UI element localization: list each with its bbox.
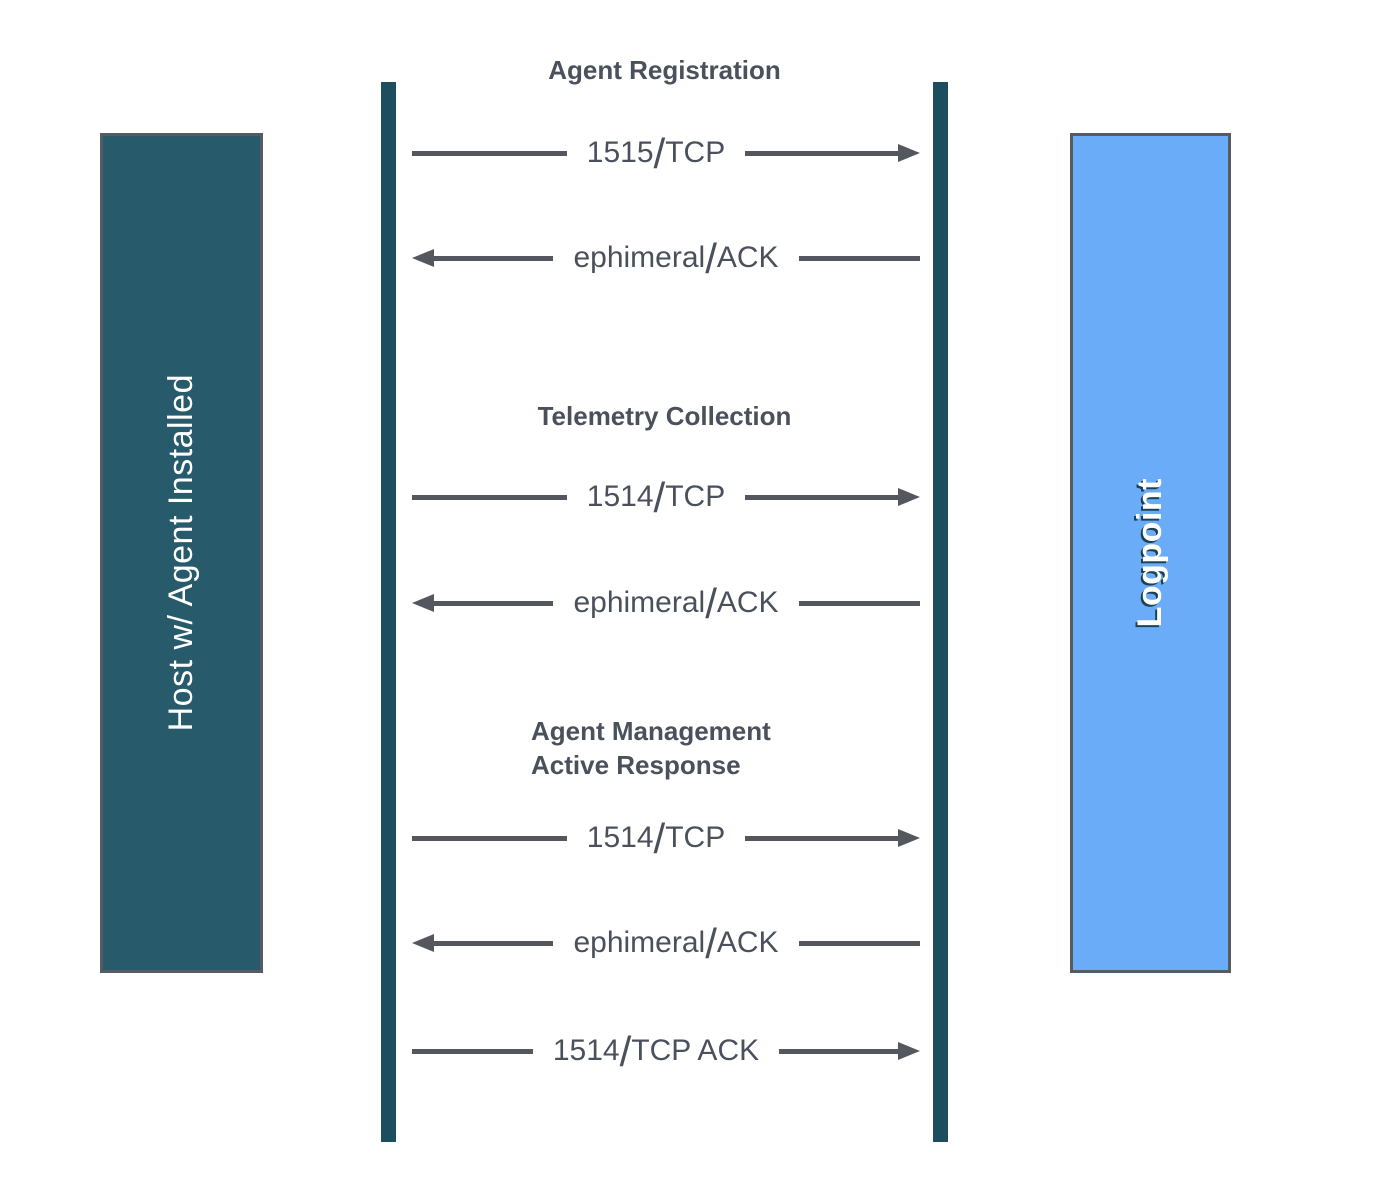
arrow-right-icon <box>898 829 921 847</box>
host-actor-box: Host w/ Agent Installed <box>100 133 263 973</box>
message-line-with-arrow <box>745 144 921 162</box>
message-line-with-arrow <box>745 829 921 847</box>
logpoint-lifeline <box>933 82 948 1142</box>
section-title-agent-management-active-response: Agent Management Active Response <box>531 716 771 780</box>
message-line <box>745 150 901 156</box>
message-line-with-arrow <box>779 1042 920 1060</box>
logpoint-actor-box: Logpoint <box>1070 133 1231 973</box>
message-line-with-arrow <box>745 488 921 506</box>
message-row-1515-tcp: 1515/TCP <box>412 129 921 177</box>
message-line <box>798 940 920 946</box>
message-line <box>432 255 554 261</box>
message-label: 1514/TCP <box>586 473 726 521</box>
message-line <box>412 494 567 500</box>
message-line <box>745 835 901 841</box>
message-line <box>432 940 554 946</box>
message-label: 1514/TCP ACK <box>552 1027 760 1075</box>
message-row-1514-tcp-2: 1514/TCP <box>412 814 921 862</box>
host-actor-label: Host w/ Agent Installed <box>162 374 200 732</box>
message-line <box>412 1048 533 1054</box>
message-line <box>412 150 567 156</box>
message-line <box>745 494 901 500</box>
message-label: ephimeral/ACK <box>573 579 779 627</box>
message-line <box>779 1048 900 1054</box>
message-row-ephimeral-ack-2: ephimeral/ACK <box>412 581 920 625</box>
arrow-right-icon <box>898 488 921 506</box>
message-label: 1514/TCP <box>586 814 726 862</box>
message-line-with-arrow <box>412 934 554 952</box>
arrow-left-icon <box>412 594 434 612</box>
message-label: ephimeral/ACK <box>573 234 779 282</box>
arrow-left-icon <box>412 249 434 267</box>
message-line <box>412 835 567 841</box>
message-row-ephimeral-ack-3: ephimeral/ACK <box>412 921 920 965</box>
message-line-with-arrow <box>412 249 554 267</box>
message-row-ephimeral-ack-1: ephimeral/ACK <box>412 236 920 280</box>
message-line <box>432 600 554 606</box>
message-row-1514-tcp-ack: 1514/TCP ACK <box>412 1029 920 1073</box>
message-line-with-arrow <box>412 594 554 612</box>
section-title-agent-registration: Agent Registration <box>548 55 781 85</box>
message-label: ephimeral/ACK <box>573 919 779 967</box>
arrow-left-icon <box>412 934 434 952</box>
message-label: 1515/TCP <box>586 129 726 177</box>
message-line <box>798 600 920 606</box>
host-lifeline <box>381 82 396 1142</box>
arrow-right-icon <box>898 144 921 162</box>
message-row-1514-tcp-1: 1514/TCP <box>412 473 921 521</box>
section-title-telemetry-collection: Telemetry Collection <box>537 401 792 431</box>
message-line <box>798 255 920 261</box>
arrow-right-icon <box>898 1042 920 1060</box>
logpoint-actor-label: Logpoint <box>1131 478 1169 628</box>
